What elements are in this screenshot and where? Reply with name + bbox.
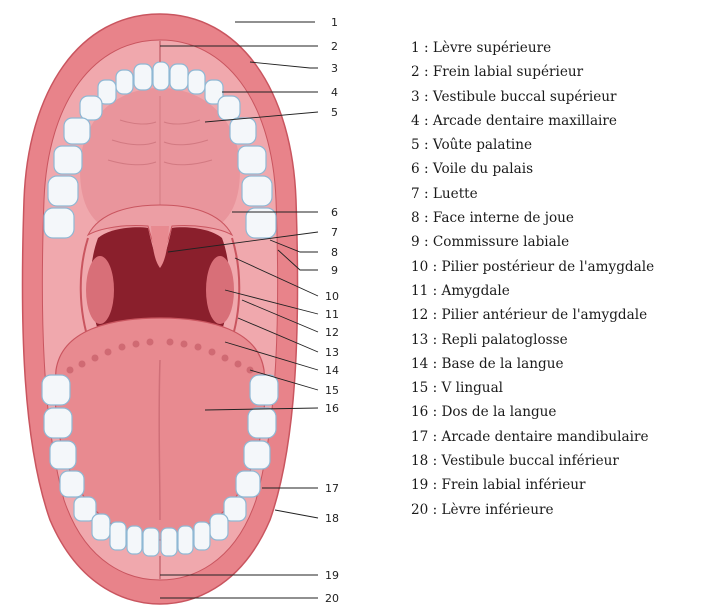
legend-item: 4 : Arcade dentaire maxillaire xyxy=(411,109,711,133)
callout-16: 16 xyxy=(325,402,339,415)
legend-item: 6 : Voile du palais xyxy=(411,157,711,181)
tongue-median-groove xyxy=(159,360,160,520)
callout-1: 1 xyxy=(331,16,338,29)
callout-12: 12 xyxy=(325,326,339,339)
callout-numbers: 1 2 3 4 5 6 7 8 9 10 11 12 13 14 15 16 1… xyxy=(325,16,339,605)
callout-18: 18 xyxy=(325,512,339,525)
legend-item: 15 : V lingual xyxy=(411,376,711,400)
right-tonsil xyxy=(206,256,234,324)
legend-item: 10 : Pilier postérieur de l'amygdale xyxy=(411,255,711,279)
legend-item: 13 : Repli palatoglosse xyxy=(411,328,711,352)
callout-7: 7 xyxy=(331,226,338,239)
legend-item: 16 : Dos de la langue xyxy=(411,400,711,424)
callout-15: 15 xyxy=(325,384,339,397)
legend-item: 14 : Base de la langue xyxy=(411,352,711,376)
legend-item: 12 : Pilier antérieur de l'amygdale xyxy=(411,303,711,327)
callout-17: 17 xyxy=(325,482,339,495)
legend-item: 5 : Voûte palatine xyxy=(411,133,711,157)
legend-item: 20 : Lèvre inférieure xyxy=(411,498,711,522)
callout-10: 10 xyxy=(325,290,339,303)
callout-19: 19 xyxy=(325,569,339,582)
legend-item: 7 : Luette xyxy=(411,182,711,206)
callout-20: 20 xyxy=(325,592,339,605)
legend-item: 8 : Face interne de joue xyxy=(411,206,711,230)
callout-11: 11 xyxy=(325,308,339,321)
callout-6: 6 xyxy=(331,206,338,219)
legend: 1 : Lèvre supérieure 2 : Frein labial su… xyxy=(411,36,711,522)
left-tonsil xyxy=(86,256,114,324)
legend-item: 3 : Vestibule buccal supérieur xyxy=(411,85,711,109)
callout-13: 13 xyxy=(325,346,339,359)
legend-item: 17 : Arcade dentaire mandibulaire xyxy=(411,425,711,449)
callout-14: 14 xyxy=(325,364,339,377)
callout-4: 4 xyxy=(331,86,338,99)
legend-item: 19 : Frein labial inférieur xyxy=(411,473,711,497)
callout-3: 3 xyxy=(331,62,338,75)
legend-item: 1 : Lèvre supérieure xyxy=(411,36,711,60)
callout-8: 8 xyxy=(331,246,338,259)
legend-item: 18 : Vestibule buccal inférieur xyxy=(411,449,711,473)
callout-2: 2 xyxy=(331,40,338,53)
callout-5: 5 xyxy=(331,106,338,119)
legend-item: 11 : Amygdale xyxy=(411,279,711,303)
legend-item: 9 : Commissure labiale xyxy=(411,230,711,254)
callout-9: 9 xyxy=(331,264,338,277)
legend-item: 2 : Frein labial supérieur xyxy=(411,60,711,84)
